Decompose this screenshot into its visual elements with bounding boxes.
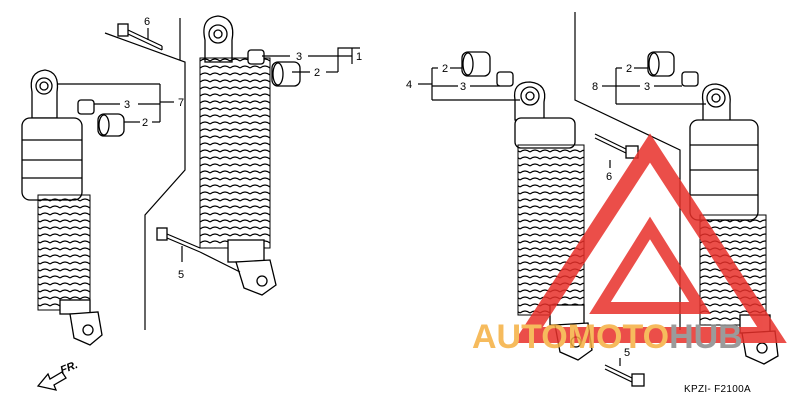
callout-2-right-group: 2 [442,63,448,75]
bolt-right-6 [594,133,639,159]
watermark-text-left: AUTOMOTO [472,318,669,356]
drawing-code: KPZI- F2100A [684,384,751,395]
watermark-text: AUTOMOTOHUB [472,318,743,356]
watermark-triangle-inner [589,216,711,314]
callout-numbers: 6 3 1 2 3 7 2 5 2 4 3 6 2 8 3 5 [124,16,650,359]
shock-absorber-center-right [513,81,593,361]
callout-5-left: 5 [178,269,184,281]
bolt-right-5 [604,364,645,387]
callout-5-right: 5 [624,347,630,359]
callout-1: 1 [356,51,362,63]
callout-6-top-left: 6 [144,16,150,28]
callout-2-left: 2 [142,117,148,129]
callout-7: 7 [178,97,184,109]
front-arrow-icon [36,371,67,391]
callout-2-far-right: 2 [626,63,632,75]
front-direction-label: FR. [59,359,80,377]
front-direction-indicator: FR. [36,359,80,391]
callout-4: 4 [406,79,412,91]
callout-2-center: 2 [314,67,320,79]
callout-3-left: 3 [124,99,130,111]
watermark: AUTOMOTOHUB [472,133,787,356]
bolt-top-left [117,23,163,51]
watermark-text-right: HUB [669,318,743,356]
callout-3-far-right: 3 [644,81,650,93]
watermark-triangle-outer [513,133,787,343]
leader-lines [58,28,706,366]
callout-3-center: 3 [296,51,302,63]
divider-lines [104,12,681,330]
small-parts [77,23,699,387]
callout-6-right: 6 [606,171,612,183]
shock-absorber-left [21,69,103,346]
bolt-bottom-left [156,227,201,253]
callout-3-right-group: 3 [460,81,466,93]
shock-absorber-center-left [199,15,277,296]
callout-8: 8 [592,81,598,93]
